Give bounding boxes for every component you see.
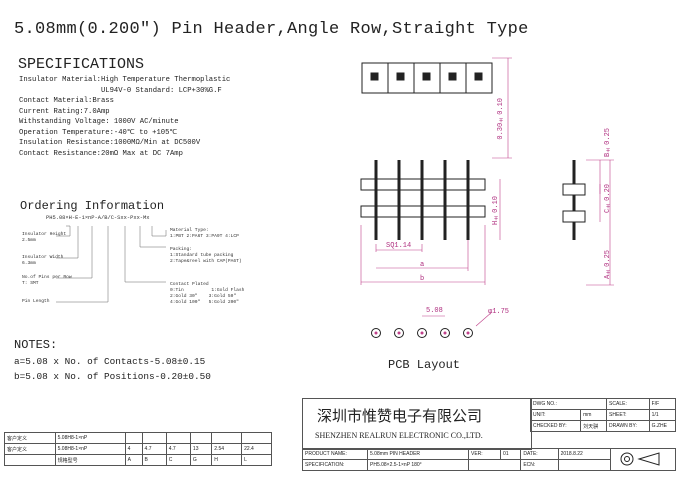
drawing-title: 5.08mm(0.200") Pin Header,Angle Row,Stra… — [14, 20, 529, 39]
table-cell: 13 — [189, 443, 213, 455]
dim-a: A±0.25 — [604, 250, 612, 280]
ver-label: VER: — [467, 448, 502, 460]
label-insulator-width: Insulator Width 6.3mm — [22, 255, 64, 266]
table-cell: 4 — [124, 443, 143, 455]
product-name-label: PRODUCT NAME: — [302, 448, 368, 460]
checked-value: 刘天骐 — [580, 420, 608, 432]
table-row: 规格型号 A B C G H L — [4, 454, 272, 466]
table-cell — [4, 454, 56, 466]
spec-line: Operation Temperature:-40℃ to +105℃ — [19, 128, 178, 137]
ordering-heading: Ordering Information — [20, 199, 165, 213]
table-cell: L — [241, 454, 272, 466]
spec-line: Insulator Material:High Temperature Ther… — [19, 76, 231, 84]
table-cell: G — [189, 454, 213, 466]
scale-value: F/F — [648, 398, 677, 410]
table-cell: C — [165, 454, 191, 466]
unit-label: UNIT: — [529, 409, 582, 421]
table-cell: 2.54 — [211, 443, 243, 455]
dimension-lines — [360, 57, 614, 327]
table-cell: 4.7 — [141, 443, 167, 455]
dim-c: C±0.20 — [604, 184, 612, 214]
dim-hole: φ1.75 — [488, 308, 510, 316]
notes-list: a=5.08 x No. of Contacts-5.08±0.15 b=5.08… — [14, 354, 211, 384]
drawn-label: DRAWN BY: — [606, 420, 650, 432]
customer-table: 客户定义 5.08H8-1×nP 客户定义 5.08H8-1×nP 4 4.7 … — [4, 432, 272, 466]
table-cell — [124, 432, 143, 444]
table-cell: B — [141, 454, 167, 466]
table-cell: H — [211, 454, 243, 466]
dim-sq: SQ1.14 — [386, 242, 412, 250]
spec-line: Withstanding Voltage: 1000V AC/minute — [19, 118, 179, 126]
dim-a-width: a — [420, 261, 425, 269]
drawn-value: G.ZHE — [648, 420, 677, 432]
label-contact-plated: Contact Plated 0:Tin 1:Gold Flash 2:Gold… — [170, 282, 245, 305]
table-cell: 5.08H8-1×nP — [54, 432, 126, 444]
spec-line: Current Rating:7.0Amp — [19, 107, 110, 116]
projection-icon — [620, 451, 660, 466]
sheet-label: SHEET: — [606, 409, 650, 421]
table-cell: 客户定义 — [4, 432, 56, 444]
title-block-bottom: PRODUCT NAME: 5.08mm PIN HEADER VER: 01 … — [302, 448, 676, 471]
table-cell — [241, 432, 272, 444]
spec-line: Contact Resistance:20mΩ Max at DC 7Amp — [19, 149, 183, 158]
unit-value: mm — [580, 409, 608, 421]
spec-line: Contact Material:Brass — [19, 97, 114, 105]
ver-empty — [467, 459, 522, 471]
label-insulator-height: Insulator Height 2.5mm — [22, 232, 67, 243]
title-block-right: DWG NO.: SCALE: F/F UNIT: mm SHEET: 1/1 … — [529, 398, 677, 432]
specification-label: SPECIFICATION: — [302, 459, 368, 471]
table-row: 客户定义 5.08H8-1×nP — [4, 432, 272, 444]
dim-b-width: b — [420, 275, 425, 283]
pcb-holes — [371, 328, 473, 338]
table-row: 客户定义 5.08H8-1×nP 4 4.7 4.7 13 2.54 22.4 — [4, 443, 272, 455]
ecn-value — [557, 459, 612, 471]
label-material-type: Material Type: 1:PBT 2:PA6T 3:PA9T 4:LCP — [170, 228, 239, 239]
table-cell — [141, 432, 167, 444]
dim-b: B±0.25 — [604, 128, 612, 158]
pcb-layout-label: PCB Layout — [388, 358, 461, 372]
table-cell: 5.08H8-1×nP — [54, 443, 126, 455]
table-cell: 4.7 — [165, 443, 191, 455]
company-name-en: SHENZHEN REALRUN ELECTRONIC CO.,LTD. — [315, 431, 483, 440]
notes-heading: NOTES: — [14, 338, 58, 352]
specifications-list: Insulator Material:High Temperature Ther… — [19, 75, 230, 159]
top-view — [361, 62, 493, 94]
scale-label: SCALE: — [606, 398, 650, 410]
table-cell: 规格型号 — [54, 454, 126, 466]
front-view — [360, 160, 486, 240]
company-box: 深圳市惟赞电子有限公司 SHENZHEN REALRUN ELECTRONIC … — [302, 398, 532, 450]
dim-pitch: 5.08 — [426, 307, 443, 315]
table-cell: 22.4 — [241, 443, 272, 455]
ecn-label: ECN: — [520, 459, 559, 471]
projection-symbol — [610, 448, 676, 471]
company-name-cn: 深圳市惟赞电子有限公司 — [317, 407, 483, 425]
checked-label: CHECKED BY: — [529, 420, 582, 432]
label-pins-per-row: No.of Pins per Row T: SMT — [22, 275, 72, 286]
ver-value: 01 — [500, 448, 522, 460]
date-label: DATE: — [520, 448, 559, 460]
dim-h: H±0.10 — [492, 196, 500, 226]
specification-value: PH5.08×2.5-1×nP 180° — [367, 459, 469, 471]
table-cell — [189, 432, 213, 444]
dwg-no-label: DWG NO.: — [529, 398, 608, 410]
date-value: 2018.8.22 — [557, 448, 612, 460]
table-cell: 客户定义 — [4, 443, 56, 455]
dim-pin-top: 0.30±0.10 — [497, 98, 505, 140]
side-view — [562, 160, 586, 240]
spec-line: Insulation Resistance:1000MΩ/Min at DC50… — [19, 139, 201, 147]
spec-line: UL94V-0 Standard: LCP+30%G.F — [19, 86, 222, 95]
ordering-code: PH5.08×H-E-1×nP-A/B/C-Sxx-Pxx-Mx — [46, 215, 150, 221]
sheet-value: 1/1 — [648, 409, 677, 421]
note-line: b=5.08 x No. of Positions-0.20±0.50 — [14, 371, 211, 382]
label-packing: Packing: 1:Standard tube packing 2:Tape&… — [170, 247, 242, 264]
specifications-heading: SPECIFICATIONS — [18, 56, 145, 73]
note-line: a=5.08 x No. of Contacts-5.08±0.15 — [14, 356, 206, 367]
table-cell — [165, 432, 191, 444]
table-cell: A — [124, 454, 143, 466]
product-name-value: 5.08mm PIN HEADER — [367, 448, 469, 460]
label-pin-length: Pin Length — [22, 299, 50, 304]
table-cell — [211, 432, 243, 444]
